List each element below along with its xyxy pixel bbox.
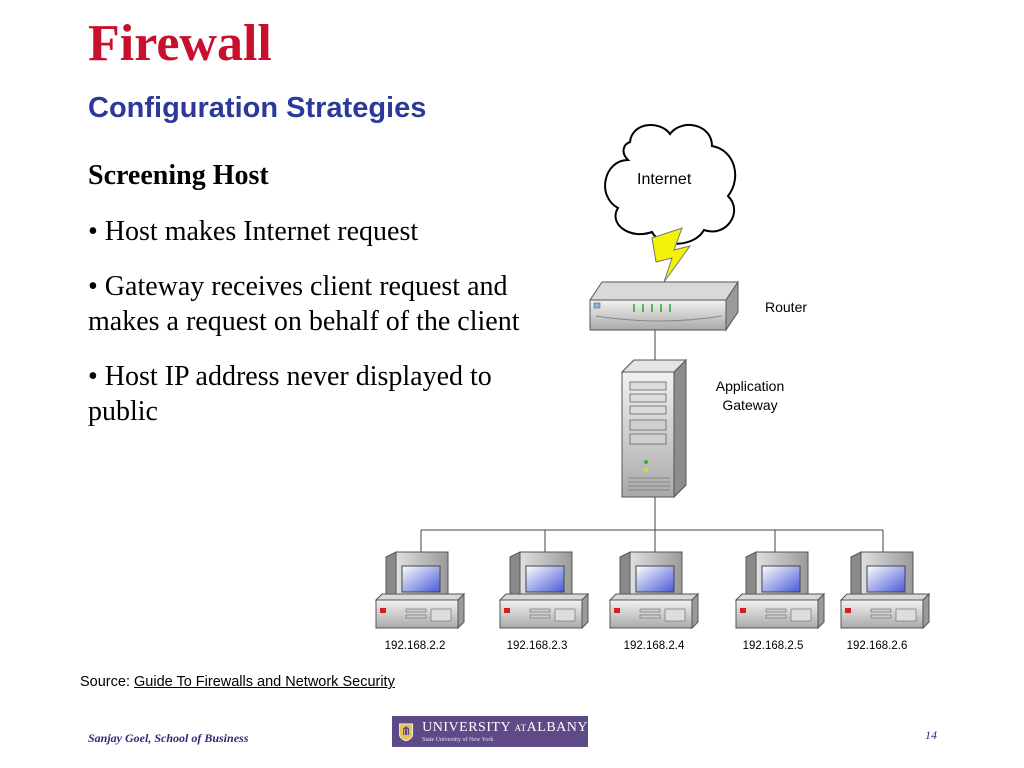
logo-name-at: AT [514, 722, 527, 733]
internet-cloud-icon [604, 123, 737, 245]
slide-title: Firewall [88, 15, 272, 72]
host-ip-label: 192.168.2.6 [846, 640, 908, 652]
logo-name: UNIVERSITY ATALBANY [422, 719, 588, 735]
logo-text: UNIVERSITY ATALBANY State University of … [422, 719, 588, 743]
slide-subtitle: Configuration Strategies [88, 92, 427, 124]
bullet-item: • Gateway receives client request and ma… [88, 270, 520, 338]
host-ip-label: 192.168.2.5 [742, 640, 804, 652]
workstation-icon [375, 551, 465, 629]
router-icon [589, 280, 739, 332]
source-link[interactable]: Guide To Firewalls and Network Security [134, 674, 395, 690]
logo-name-university: UNIVERSITY [422, 719, 511, 735]
server-icon [620, 358, 688, 499]
source-prefix: Source: [80, 674, 134, 690]
content-block: Screening Host • Host makes Internet req… [88, 160, 528, 449]
gateway-label-line2: Gateway [722, 396, 778, 413]
workstation-icon [735, 551, 825, 629]
logo-subtitle: State University of New York [422, 736, 494, 743]
router-label: Router [765, 299, 808, 315]
bullet-item: • Host makes Internet request [88, 216, 419, 248]
workstation-icon [840, 551, 930, 629]
lightning-bolt-icon [651, 227, 692, 283]
host-ip-label: 192.168.2.3 [506, 640, 568, 652]
workstation-icon [609, 551, 699, 629]
bullet-item: • Host IP address never displayed to pub… [88, 360, 492, 428]
logo-name-albany: ALBANY [526, 719, 588, 735]
source-citation: Source: Guide To Firewalls and Network S… [80, 674, 395, 690]
host-ip-label: 192.168.2.4 [623, 640, 685, 652]
footer-author: Sanjay Goel, School of Business [88, 731, 249, 745]
workstation-icon [499, 551, 589, 629]
host-ip-label: 192.168.2.2 [384, 640, 446, 652]
section-heading: Screening Host [88, 160, 269, 191]
internet-label: Internet [637, 171, 692, 188]
university-logo: UNIVERSITY ATALBANY State University of … [392, 716, 588, 747]
university-seal-icon [399, 723, 414, 741]
page-number: 14 [925, 728, 937, 742]
gateway-label-line1: Application [715, 378, 785, 394]
gateway-label: Application Gateway [700, 377, 800, 415]
